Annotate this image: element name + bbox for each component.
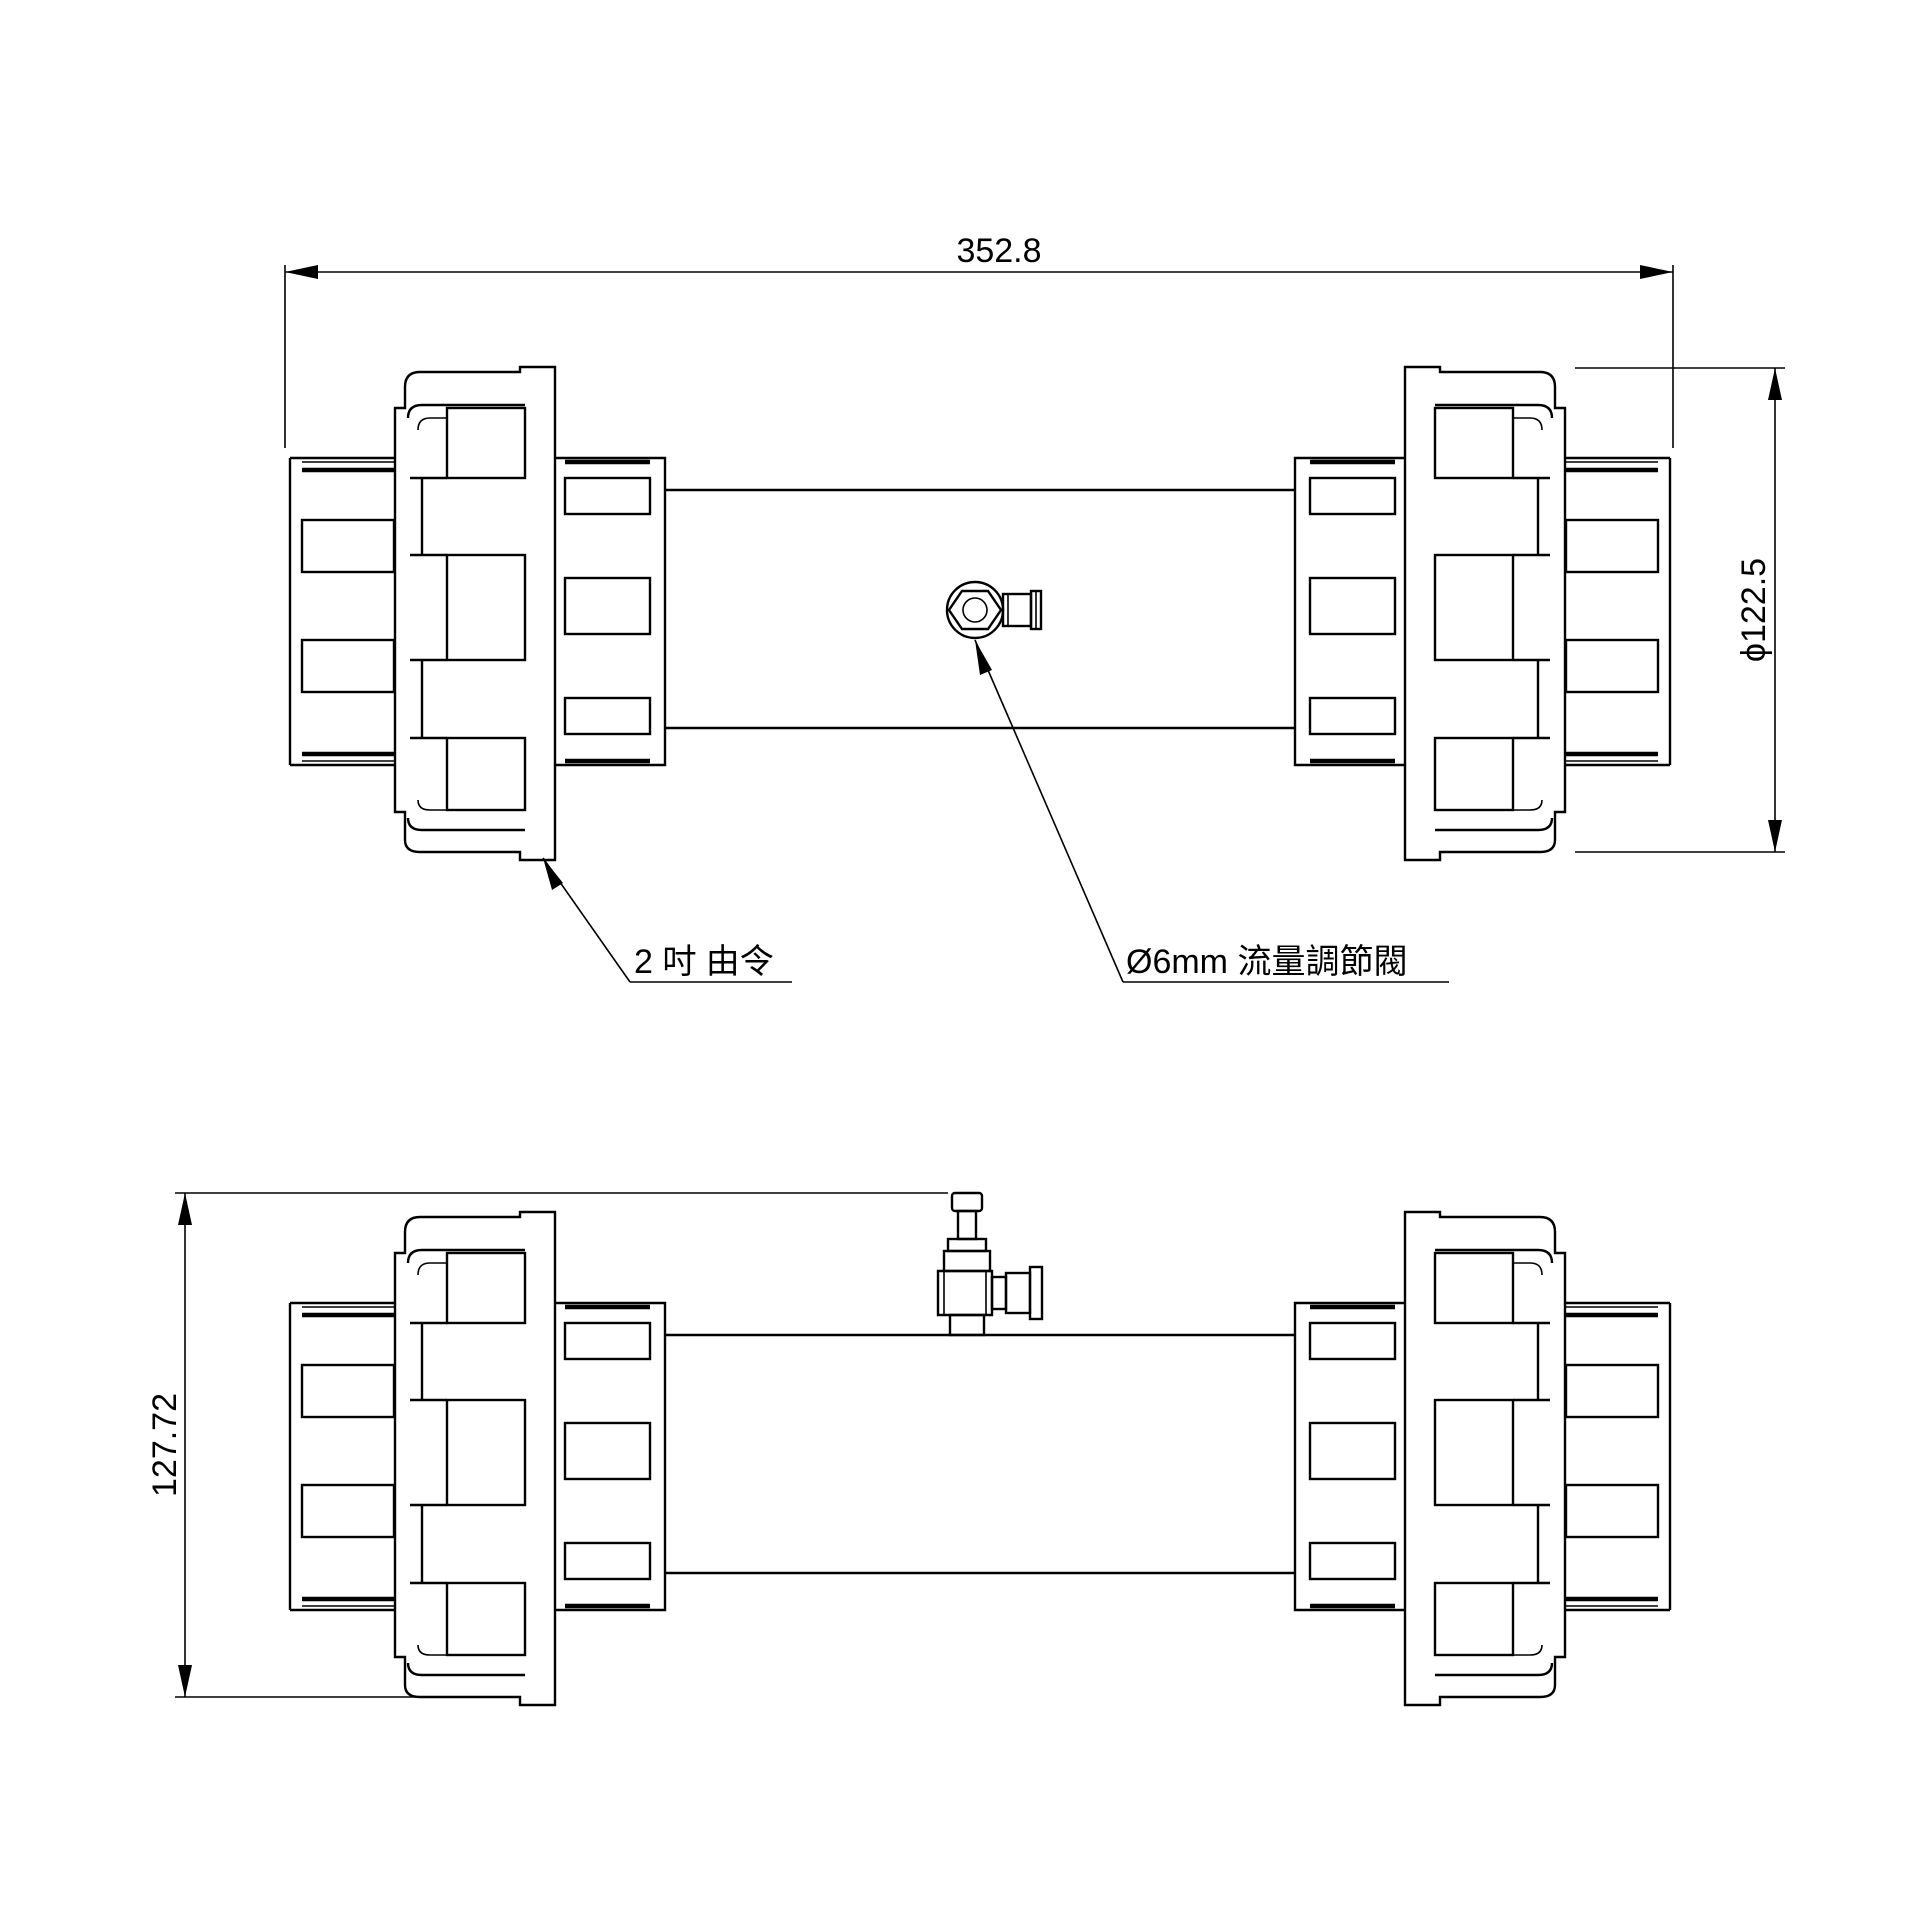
flow-valve-side bbox=[936, 1191, 1044, 1337]
left-union-side bbox=[290, 1212, 665, 1705]
union-callout: 2 吋 由令 bbox=[542, 857, 792, 983]
top-view: 352.8 bbox=[284, 232, 1785, 983]
height-dimension: 127.72 bbox=[146, 1192, 948, 1698]
flow-valve-top bbox=[945, 580, 1043, 640]
length-dimension: 352.8 bbox=[284, 232, 1674, 448]
height-value: 127.72 bbox=[146, 1393, 184, 1497]
valve-label: Ø6mm 流量調節閥 bbox=[1126, 943, 1407, 981]
right-union-top bbox=[1295, 367, 1670, 860]
union-label: 2 吋 由令 bbox=[634, 943, 774, 981]
valve-callout: Ø6mm 流量調節閥 bbox=[974, 639, 1449, 983]
diameter-dimension: ϕ122.5 bbox=[1575, 367, 1785, 853]
side-view: 127.72 bbox=[146, 1191, 1670, 1705]
right-union-side bbox=[1295, 1212, 1670, 1705]
diameter-value: ϕ122.5 bbox=[1735, 558, 1773, 662]
length-value: 352.8 bbox=[956, 232, 1041, 270]
pipe-top bbox=[665, 488, 1295, 730]
left-union-top bbox=[290, 367, 665, 860]
pipe-side bbox=[665, 1333, 1295, 1575]
